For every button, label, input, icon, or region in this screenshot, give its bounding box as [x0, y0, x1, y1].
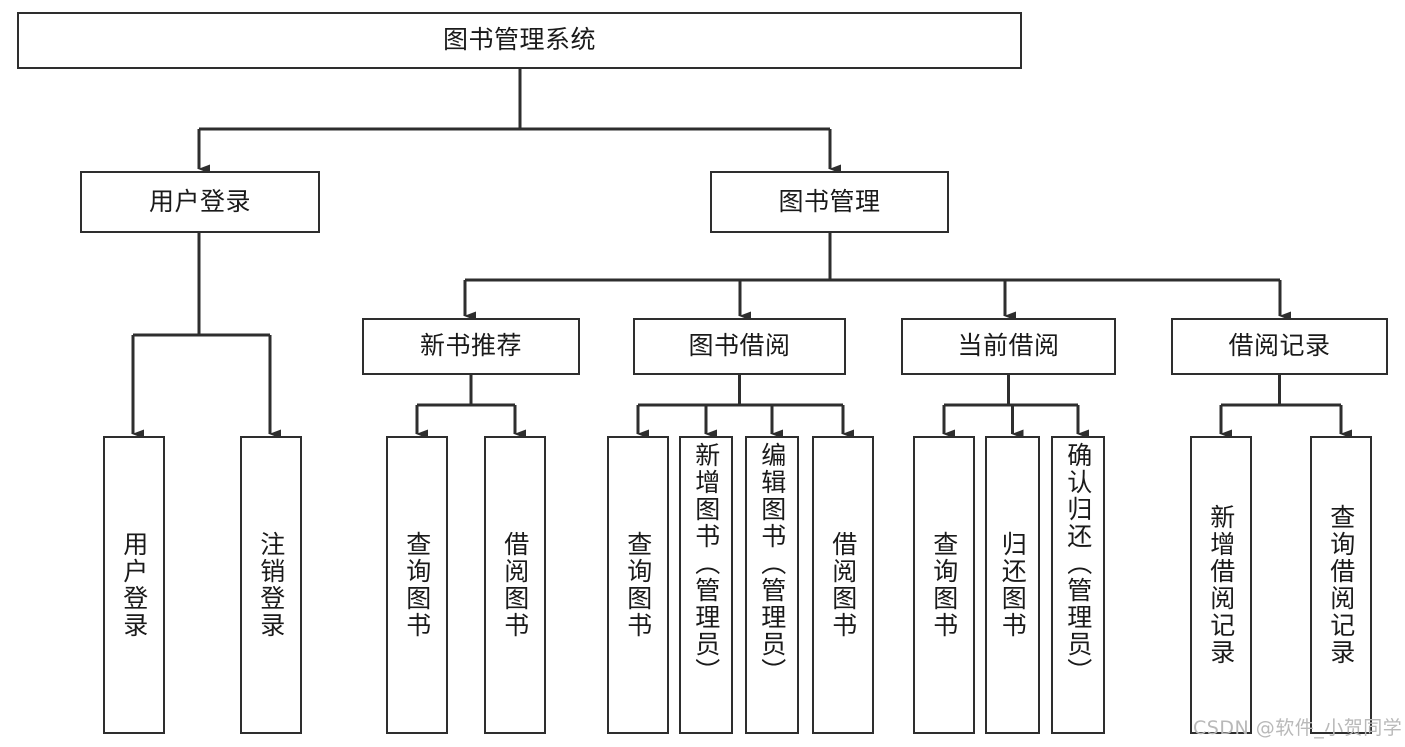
leaf-query-book-borrow-label: 查询图书	[623, 531, 653, 639]
leaf-add-borrow-record[interactable]: 新增借阅记录	[1190, 436, 1252, 734]
node-user-login-label: 用户登录	[148, 186, 251, 216]
connector-lines	[131, 69, 1352, 439]
leaf-logout-label: 注销登录	[256, 531, 286, 639]
leaf-borrow-book-recommend-label: 借阅图书	[500, 531, 530, 639]
leaf-edit-book-admin-label: 编辑图书（管理员）	[757, 442, 787, 685]
leaf-borrow-book-label: 借阅图书	[828, 531, 858, 639]
node-borrow-record[interactable]: 借阅记录	[1171, 318, 1388, 375]
leaf-add-borrow-record-label: 新增借阅记录	[1206, 504, 1236, 666]
leaf-user-login-label: 用户登录	[119, 531, 149, 639]
leaf-add-book-admin[interactable]: 新增图书（管理员）	[679, 436, 733, 734]
leaf-borrow-book-recommend[interactable]: 借阅图书	[484, 436, 546, 734]
leaf-confirm-return-admin[interactable]: 确认归还（管理员）	[1051, 436, 1105, 734]
leaf-query-borrow-record-label: 查询借阅记录	[1326, 504, 1356, 666]
leaf-add-book-admin-label: 新增图书（管理员）	[691, 442, 721, 685]
leaf-return-book[interactable]: 归还图书	[985, 436, 1040, 734]
csdn-watermark: CSDN @软件_小贺同学	[1193, 717, 1403, 739]
leaf-user-login[interactable]: 用户登录	[103, 436, 165, 734]
leaf-query-book-recommend-label: 查询图书	[402, 531, 432, 639]
node-new-book-recommend-label: 新书推荐	[419, 331, 522, 361]
node-book-borrow-label: 图书借阅	[688, 331, 791, 361]
node-borrow-record-label: 借阅记录	[1228, 331, 1331, 361]
node-root-label: 图书管理系统	[442, 25, 596, 55]
node-current-borrow-label: 当前借阅	[957, 331, 1060, 361]
leaf-query-book-borrow[interactable]: 查询图书	[607, 436, 669, 734]
node-user-login[interactable]: 用户登录	[80, 171, 320, 233]
leaf-query-book-current-label: 查询图书	[929, 531, 959, 639]
leaf-confirm-return-admin-label: 确认归还（管理员）	[1063, 442, 1093, 685]
node-book-management-label: 图书管理	[778, 186, 881, 216]
leaf-query-book-current[interactable]: 查询图书	[913, 436, 975, 734]
leaf-query-borrow-record[interactable]: 查询借阅记录	[1310, 436, 1372, 734]
leaf-logout[interactable]: 注销登录	[240, 436, 302, 734]
node-book-borrow[interactable]: 图书借阅	[633, 318, 846, 375]
node-book-management[interactable]: 图书管理	[710, 171, 949, 233]
leaf-query-book-recommend[interactable]: 查询图书	[386, 436, 448, 734]
leaf-return-book-label: 归还图书	[998, 531, 1028, 639]
leaf-borrow-book[interactable]: 借阅图书	[812, 436, 874, 734]
leaf-edit-book-admin[interactable]: 编辑图书（管理员）	[745, 436, 799, 734]
node-new-book-recommend[interactable]: 新书推荐	[362, 318, 580, 375]
node-current-borrow[interactable]: 当前借阅	[901, 318, 1116, 375]
node-root[interactable]: 图书管理系统	[17, 12, 1022, 69]
